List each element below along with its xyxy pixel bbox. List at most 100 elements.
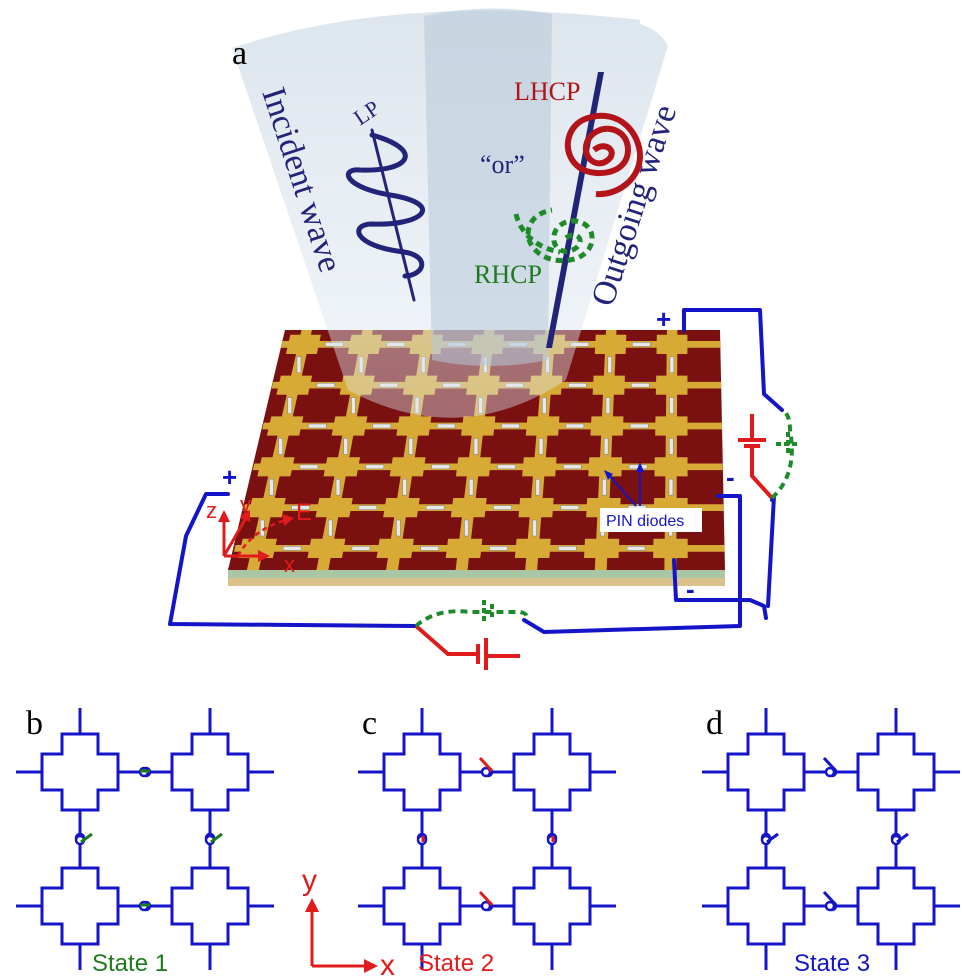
pin-diode xyxy=(563,464,582,470)
pin-diode xyxy=(408,438,414,455)
switch-blade xyxy=(766,832,779,844)
axis-z-label: z xyxy=(206,498,217,523)
pin-diode xyxy=(568,382,587,388)
state-1-label: State 1 xyxy=(92,950,168,977)
pin-diode xyxy=(630,382,650,388)
metal-pad xyxy=(376,538,414,558)
metal-pad xyxy=(655,375,688,395)
board-axes xyxy=(218,510,294,562)
pin-diode xyxy=(668,478,674,496)
pin-diode xyxy=(489,546,508,551)
pin-diode xyxy=(632,342,651,347)
cross-patch xyxy=(856,866,936,946)
pin-diode xyxy=(532,519,537,537)
pin-diode xyxy=(308,423,327,429)
cross-patch xyxy=(512,732,592,812)
metal-pad xyxy=(592,375,625,395)
metal-pad xyxy=(583,538,620,558)
minus-bottom-sign: - xyxy=(686,574,695,604)
metal-pad xyxy=(331,416,368,436)
unit-cell-panel-3 xyxy=(702,708,960,970)
pin-diode xyxy=(605,397,611,414)
pin-diode xyxy=(278,438,283,455)
xy-axis-x-label: x xyxy=(380,949,395,978)
metal-pad xyxy=(525,416,560,436)
pin-diode xyxy=(602,478,607,496)
panel-b-label: b xyxy=(26,705,43,742)
pin-diode xyxy=(425,505,445,510)
cross-patch xyxy=(856,732,936,812)
plus-top-sign: + xyxy=(656,304,671,334)
metal-pad xyxy=(461,416,496,436)
metal-pad xyxy=(276,375,313,395)
plus-left-sign: + xyxy=(222,462,237,492)
switch-blade xyxy=(478,756,494,773)
metal-pad xyxy=(307,538,346,558)
xy-axes xyxy=(305,898,378,973)
pin-diode xyxy=(565,423,585,429)
pin-diode xyxy=(296,356,302,374)
metal-pad xyxy=(455,457,492,477)
switch-blade xyxy=(210,832,223,844)
metal-pad xyxy=(590,416,624,436)
pin-diode xyxy=(603,438,609,455)
switch-blade xyxy=(896,832,909,844)
cross-patch xyxy=(40,866,120,946)
pin-diode xyxy=(402,478,407,496)
pin-diode xyxy=(468,478,474,496)
cross-patch xyxy=(726,732,806,812)
cross-patch xyxy=(382,732,462,812)
metal-pad xyxy=(653,538,688,558)
axis-y-label: y xyxy=(240,492,251,517)
metal-pad xyxy=(655,416,688,436)
pin-diode xyxy=(269,478,274,496)
bottom-switch-battery xyxy=(414,600,529,670)
metal-pad xyxy=(594,334,627,354)
pin-diode xyxy=(299,464,319,470)
beam-center-band xyxy=(424,8,552,366)
state-2-label: State 2 xyxy=(418,950,494,977)
panel-a-label: a xyxy=(232,35,247,72)
pin-diode xyxy=(291,505,310,510)
pin-diode xyxy=(287,397,293,414)
pin-diode xyxy=(473,438,479,455)
pin-diode xyxy=(365,464,385,470)
metal-pad xyxy=(238,538,277,558)
metal-pad xyxy=(656,334,688,354)
pin-diode xyxy=(343,438,349,455)
pin-diode xyxy=(420,546,439,551)
pin-diode xyxy=(351,546,371,551)
metal-pad xyxy=(389,457,426,477)
metal-pad xyxy=(257,457,295,477)
pin-diode xyxy=(668,438,674,455)
metal-pad xyxy=(247,498,286,518)
cross-patch xyxy=(512,866,592,946)
pin-diode xyxy=(535,478,541,496)
metal-pad xyxy=(654,457,688,477)
pin-diode xyxy=(669,397,674,414)
pin-diode xyxy=(493,505,512,510)
pin-diode xyxy=(629,423,649,429)
unit-cell-panel-1 xyxy=(16,708,274,970)
lhcp-spiral xyxy=(564,113,644,198)
metal-pad xyxy=(383,498,420,518)
rhcp-spiral xyxy=(513,207,595,264)
metal-pad xyxy=(285,334,321,354)
pin-diode xyxy=(542,397,547,414)
pin-diodes-label: PIN diodes xyxy=(606,513,684,530)
or-label: “or” xyxy=(480,150,525,179)
pin-diode xyxy=(328,519,333,537)
panel-c-label: c xyxy=(362,705,377,742)
pin-diode xyxy=(607,356,613,374)
cross-patch xyxy=(40,732,120,812)
metal-pad xyxy=(588,457,623,477)
state-3-label: State 3 xyxy=(794,950,870,977)
pin-diode xyxy=(497,464,516,470)
switch-contact xyxy=(824,900,836,912)
xy-axis-y-label: y xyxy=(302,864,317,897)
minus-right-sign: - xyxy=(726,462,735,492)
metal-pad xyxy=(522,457,557,477)
pin-diode xyxy=(372,423,392,429)
pin-diode xyxy=(501,423,520,429)
